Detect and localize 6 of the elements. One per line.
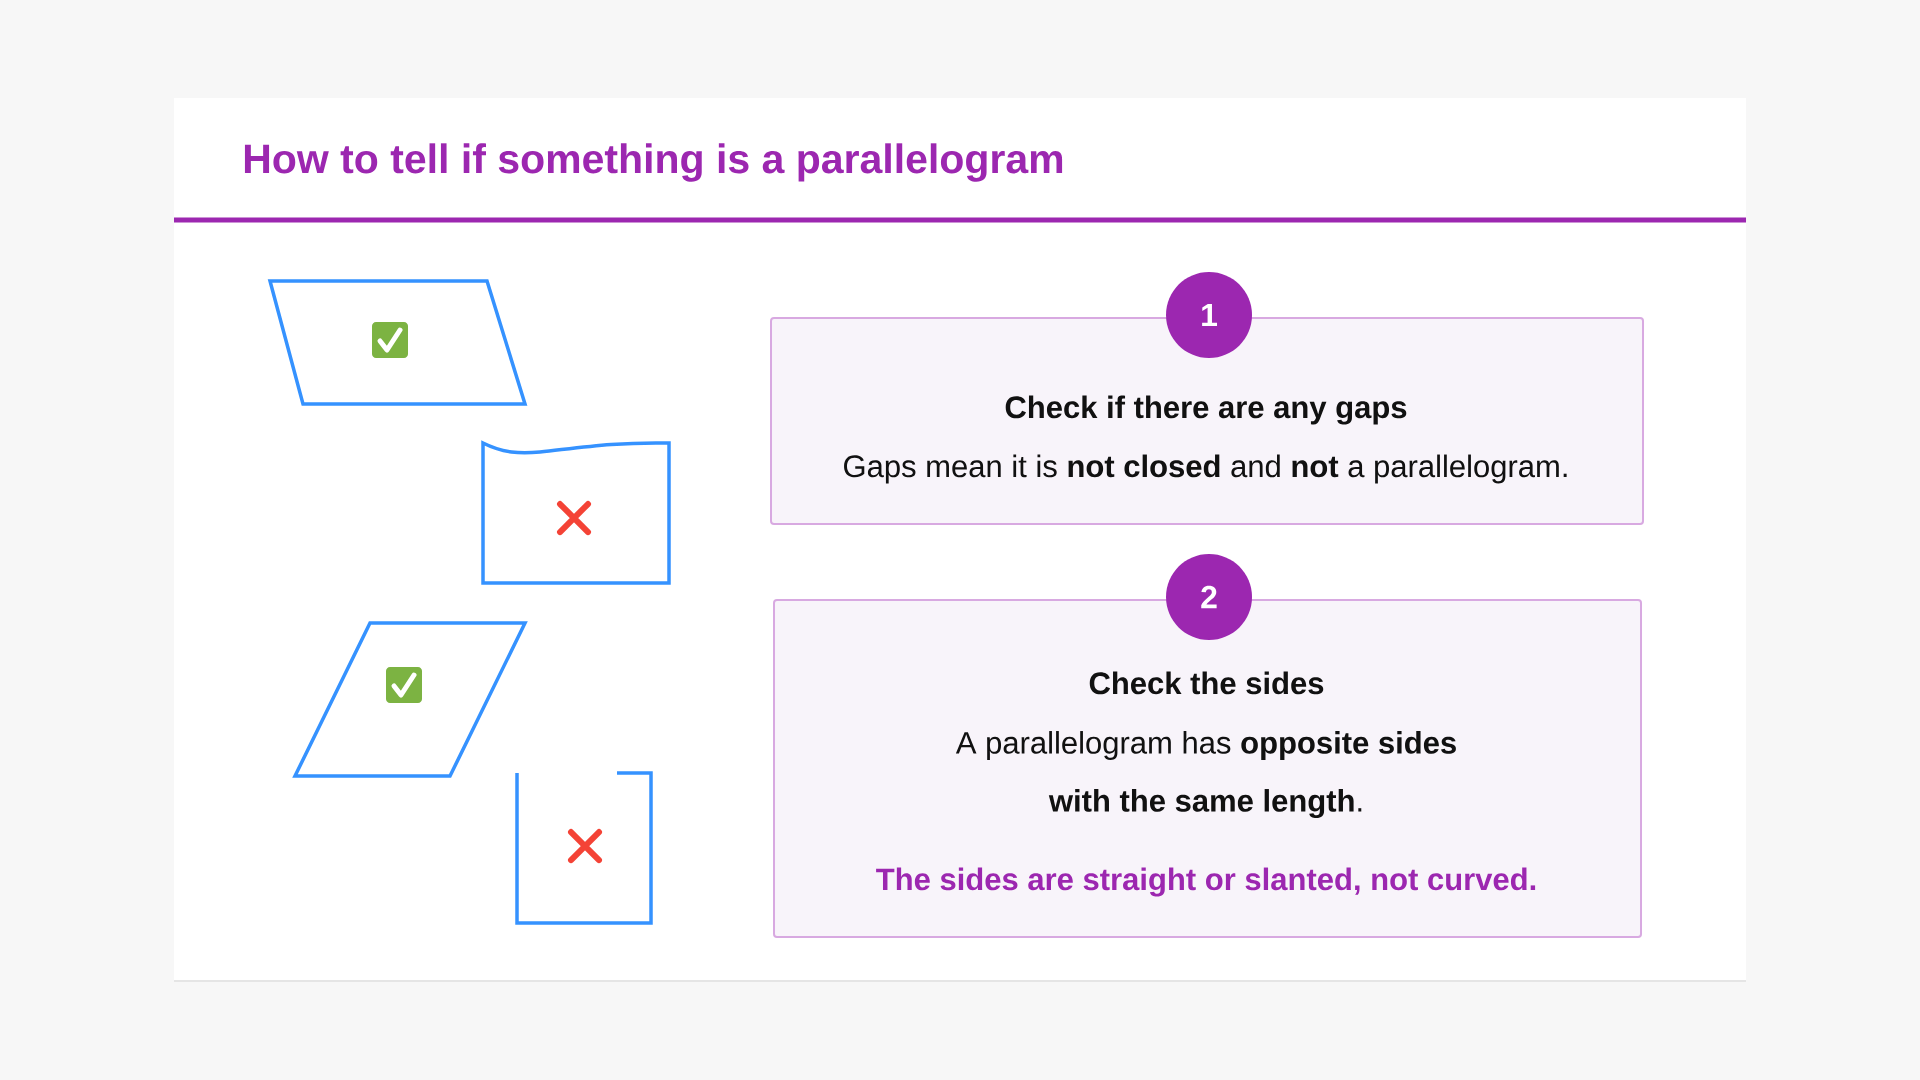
- highlight-text: The sides are straight or slanted, not curved.: [876, 867, 1536, 897]
- box-heading: Check the sides: [1089, 671, 1324, 695]
- box-text: A parallelogram has opposite sides with the same length.: [955, 731, 1456, 819]
- box-heading: Check if there are any gaps: [1005, 395, 1407, 425]
- box-text: Gaps mean it is not closed and not a parallelogram.: [844, 454, 1567, 484]
- title: How to tell if something is a parallelogram: [244, 143, 1063, 182]
